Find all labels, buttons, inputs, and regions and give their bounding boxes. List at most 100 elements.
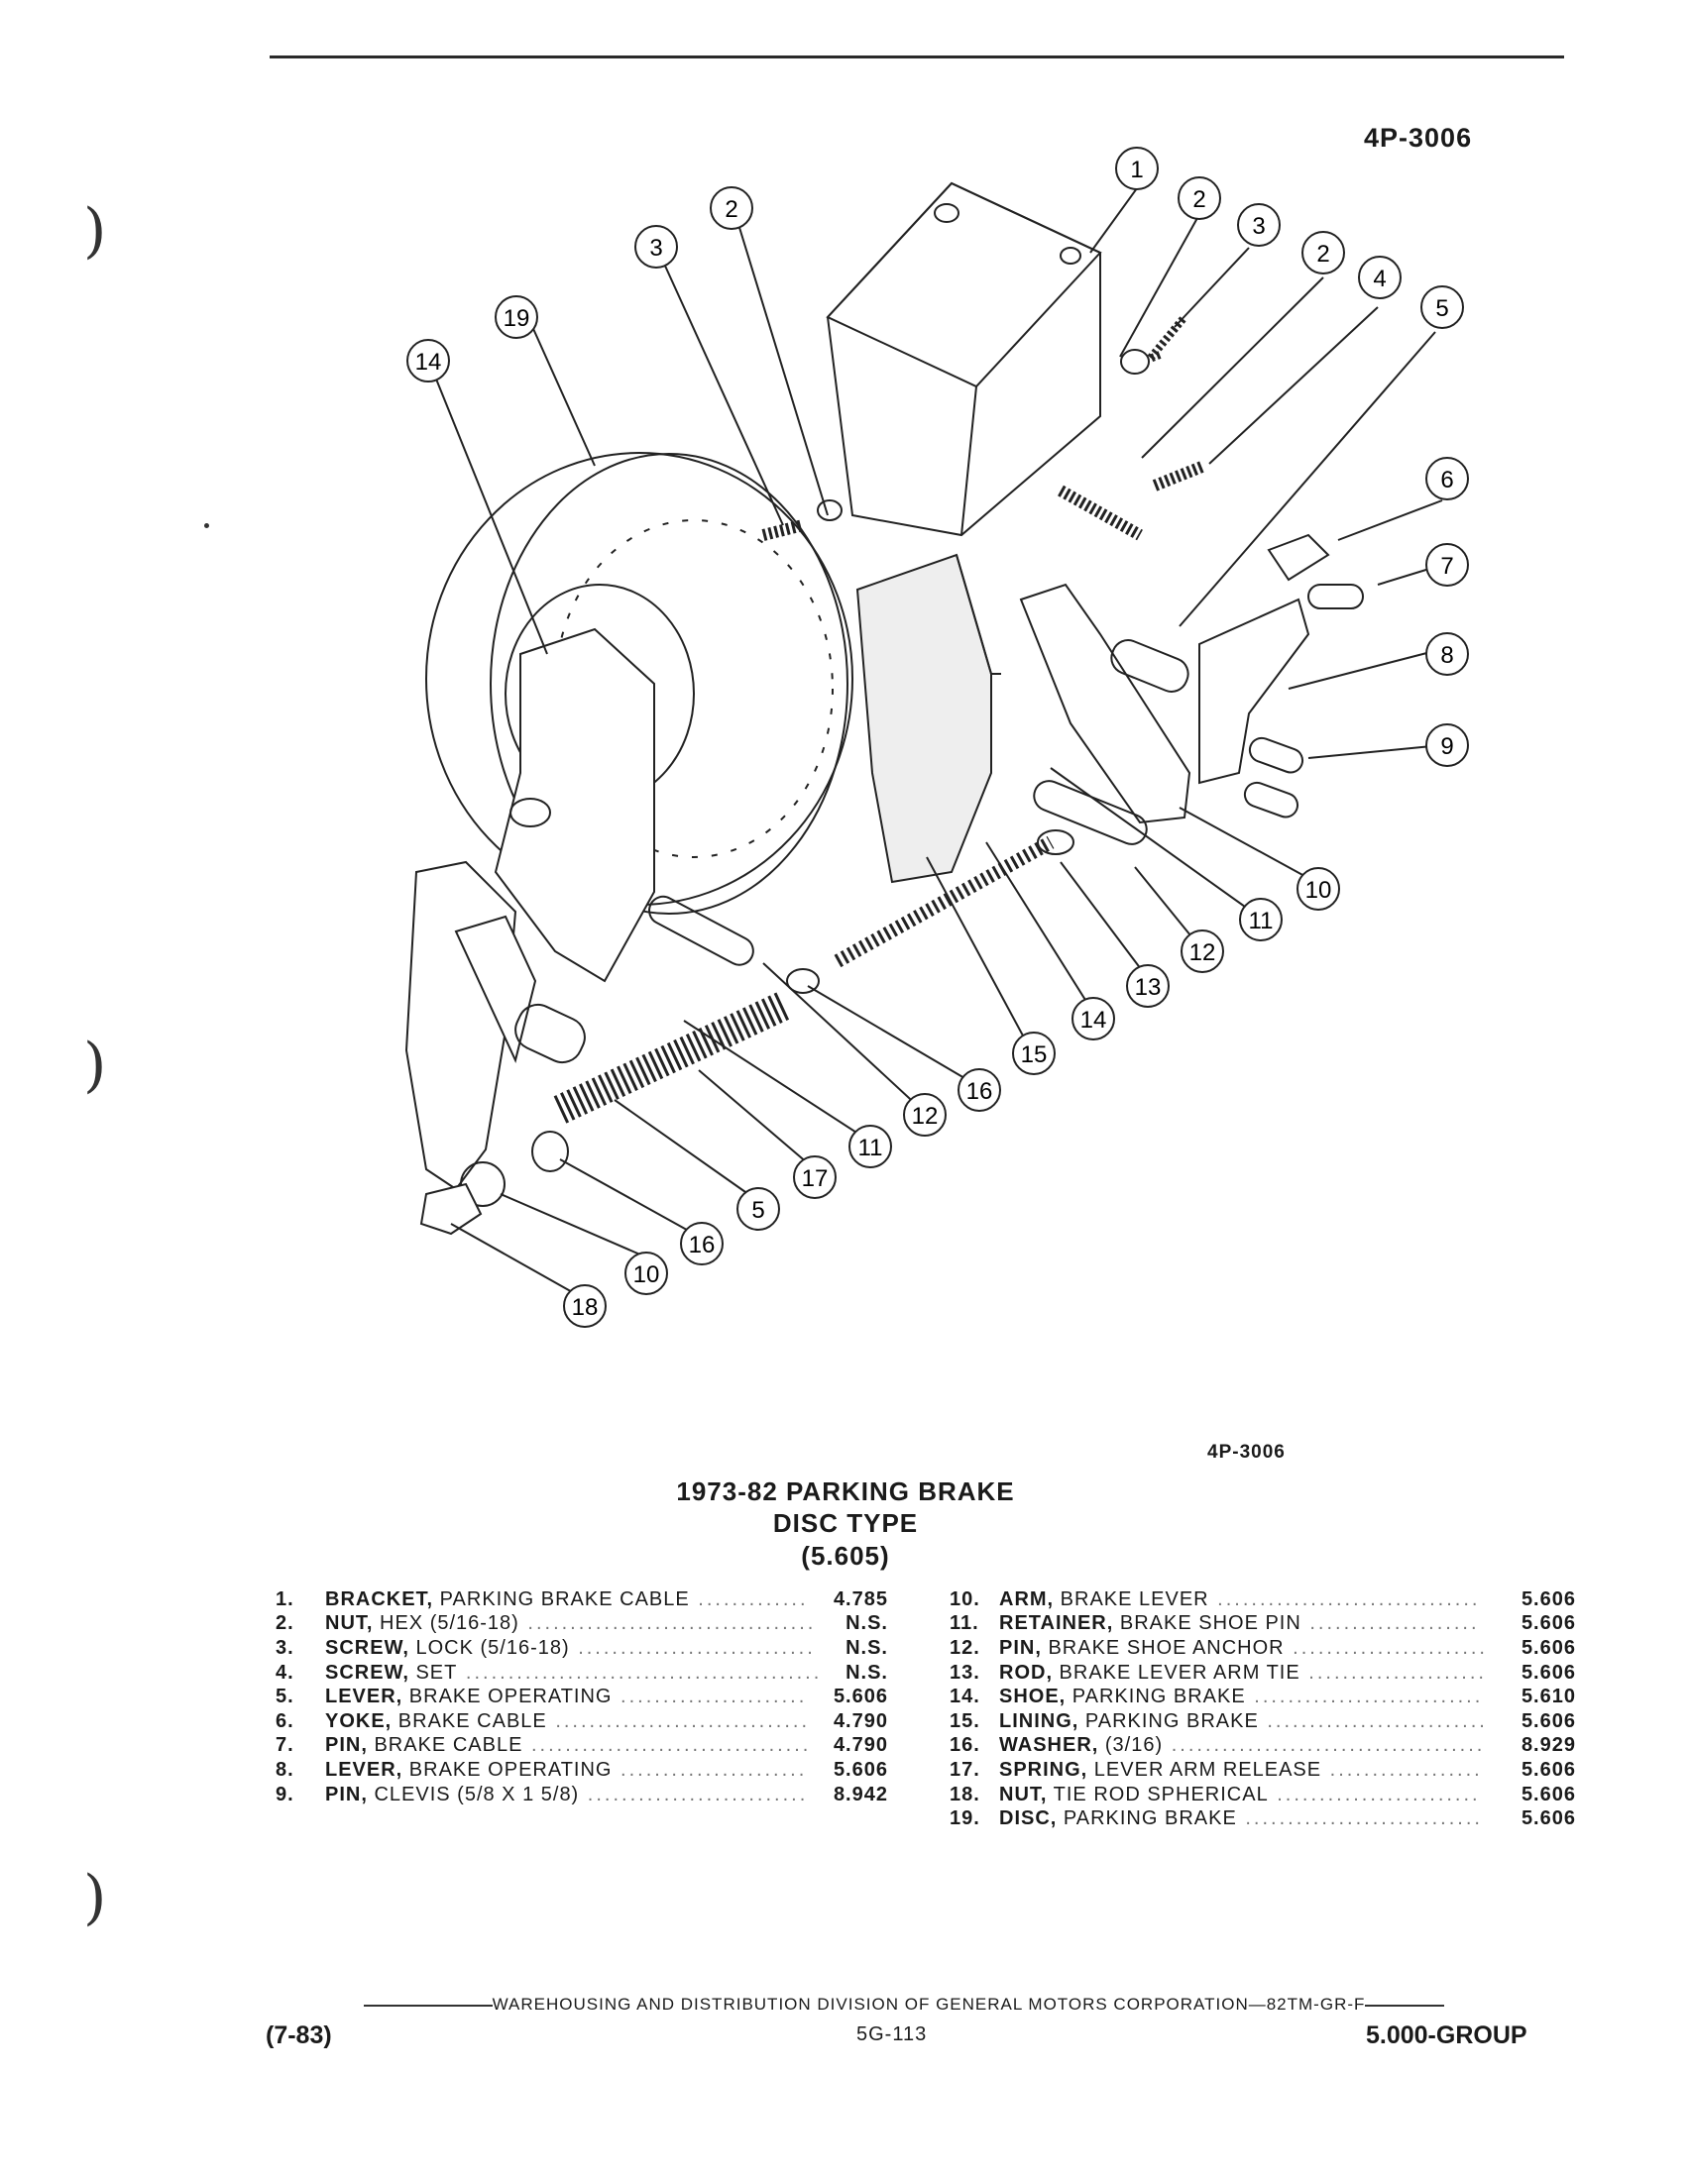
part-reference-number: 5.606 xyxy=(1521,1783,1576,1805)
part-description: WASHER, (3/16) .........................… xyxy=(999,1734,1485,1757)
brake-caliper xyxy=(494,627,655,983)
part-detail: BRAKE LEVER xyxy=(1054,1587,1209,1610)
part-name: SCREW, xyxy=(325,1636,409,1659)
callout-12: 12 xyxy=(903,1093,947,1137)
part-description: ARM, BRAKE LEVER .......................… xyxy=(999,1588,1480,1611)
part-number: 11. xyxy=(950,1612,979,1635)
part-description: ROD, BRAKE LEVER ARM TIE ...............… xyxy=(999,1662,1487,1685)
callout-9: 9 xyxy=(1425,723,1469,767)
part-name: BRACKET, xyxy=(325,1587,434,1610)
part-description: SCREW, LOCK (5/16-18) ..................… xyxy=(325,1637,816,1660)
parts-list-row: 2.NUT, HEX (5/16-18) ...................… xyxy=(276,1612,900,1637)
svg-text:18: 18 xyxy=(572,1294,599,1321)
part-name: DISC, xyxy=(999,1807,1058,1830)
callout-12: 12 xyxy=(1181,929,1224,973)
title-line-2: DISC TYPE xyxy=(772,1508,919,1538)
part-detail: HEX (5/16-18) xyxy=(373,1612,519,1635)
leader-dots: .......................... xyxy=(1258,1709,1488,1732)
part-number: 18. xyxy=(950,1783,980,1805)
part-detail: PARKING BRAKE xyxy=(1078,1709,1259,1732)
parts-list-row: 13.ROD, BRAKE LEVER ARM TIE ............… xyxy=(950,1661,1576,1686)
svg-text:11: 11 xyxy=(858,1135,883,1161)
svg-text:16: 16 xyxy=(689,1232,716,1258)
leader-dots: ........................ xyxy=(1268,1783,1481,1805)
washer xyxy=(460,1161,506,1207)
part-reference-number: 5.606 xyxy=(1521,1587,1576,1610)
svg-text:12: 12 xyxy=(1189,939,1216,966)
svg-text:4: 4 xyxy=(1373,266,1386,292)
title-line-1: 1973-82 PARKING BRAKE xyxy=(676,1476,1015,1506)
leader-dots: .................................. xyxy=(518,1612,817,1635)
svg-text:13: 13 xyxy=(1135,974,1162,1001)
part-description: LEVER, BRAKE OPERATING .................… xyxy=(325,1686,807,1708)
parts-list-row: 14.SHOE, PARKING BRAKE .................… xyxy=(950,1685,1576,1709)
svg-text:2: 2 xyxy=(1316,241,1329,268)
parts-list-row: 11.RETAINER, BRAKE SHOE PIN ............… xyxy=(950,1612,1576,1637)
pins-rods xyxy=(648,314,1364,968)
svg-text:5: 5 xyxy=(751,1197,764,1224)
cable-yoke xyxy=(1267,533,1330,582)
part-reference-number: 5.606 xyxy=(1521,1758,1576,1781)
part-name: SHOE, xyxy=(999,1686,1067,1708)
part-name: WASHER, xyxy=(999,1734,1099,1757)
callout-7: 7 xyxy=(1425,543,1469,587)
leader-dots: ........................................… xyxy=(457,1661,823,1684)
washer xyxy=(531,1131,569,1172)
leader-dots: ...................... xyxy=(612,1758,808,1781)
part-name: SPRING, xyxy=(999,1758,1088,1781)
part-reference-number: 5.606 xyxy=(1521,1661,1576,1684)
part-reference-number: 5.610 xyxy=(1521,1686,1576,1708)
parts-list-row: 18.NUT, TIE ROD SPHERICAL ..............… xyxy=(950,1783,1576,1807)
part-name: YOKE, xyxy=(325,1709,393,1732)
parts-list-row: 16.WASHER, (3/16) ......................… xyxy=(950,1734,1576,1759)
part-number: 7. xyxy=(276,1734,294,1757)
leader-dots: ....................... xyxy=(1284,1636,1488,1659)
part-number: 5. xyxy=(276,1686,294,1708)
parts-list-row: 8.LEVER, BRAKE OPERATING ...............… xyxy=(276,1758,900,1783)
part-detail: LEVER ARM RELEASE xyxy=(1087,1758,1322,1781)
part-detail: CLEVIS (5/8 X 1 5/8) xyxy=(367,1783,580,1805)
part-name: SCREW, xyxy=(325,1661,409,1684)
part-description: PIN, CLEVIS (5/8 X 1 5/8) ..............… xyxy=(325,1784,808,1806)
leader-dots: .................. xyxy=(1321,1758,1483,1781)
leader-dots: ............................... xyxy=(1208,1587,1481,1610)
parts-list-row: 5. LEVER, BRAKE OPERATING ...............… xyxy=(276,1685,900,1709)
part-name: PIN, xyxy=(325,1734,368,1757)
footer-publisher: WAREHOUSING AND DISTRIBUTION DIVISION OF… xyxy=(281,1995,1527,2015)
parts-list-row: 19. DISC, PARKING BRAKE .................… xyxy=(950,1806,1576,1831)
part-number: 6. xyxy=(276,1709,294,1732)
parts-list-row: 15.LINING, PARKING BRAKE ...............… xyxy=(950,1709,1576,1734)
callout-13: 13 xyxy=(1126,964,1170,1008)
callout-5: 5 xyxy=(736,1187,780,1231)
part-detail: BRAKE OPERATING xyxy=(402,1686,613,1708)
part-name: ARM, xyxy=(999,1587,1055,1610)
part-detail: SET xyxy=(408,1661,458,1684)
parking-brake-bracket xyxy=(826,181,1102,537)
callout-circles: 1 2 3 2 4 5 6 7 8 9 19 14 3 2 10 11 12 1… xyxy=(406,147,1469,1328)
svg-text:5: 5 xyxy=(1435,295,1448,322)
part-name: RETAINER, xyxy=(999,1612,1114,1635)
callout-14: 14 xyxy=(1071,997,1115,1040)
part-description: DISC, PARKING BRAKE ....................… xyxy=(999,1807,1483,1830)
part-number: 17. xyxy=(950,1758,980,1781)
part-description: SHOE, PARKING BRAKE ....................… xyxy=(999,1686,1483,1708)
parts-list-right: 10.ARM, BRAKE LEVER ....................… xyxy=(950,1587,1576,1831)
callout-3: 3 xyxy=(634,225,678,269)
callout-10: 10 xyxy=(1296,867,1340,911)
washer xyxy=(786,968,820,994)
parts-list-row: 12.PIN, BRAKE SHOE ANCHOR ..............… xyxy=(950,1636,1576,1661)
svg-text:14: 14 xyxy=(415,349,442,376)
part-description: LEVER, BRAKE OPERATING .................… xyxy=(325,1759,807,1782)
part-number: 19. xyxy=(950,1807,980,1830)
svg-text:2: 2 xyxy=(1192,186,1205,213)
part-detail: BRAKE OPERATING xyxy=(402,1758,613,1781)
svg-text:10: 10 xyxy=(633,1261,660,1288)
svg-text:8: 8 xyxy=(1440,642,1453,669)
parts-list-left: 1.BRACKET, PARKING BRAKE CABLE .........… xyxy=(276,1587,900,1806)
callout-15: 15 xyxy=(1012,1032,1056,1075)
parts-list-row: 4.SCREW, SET ...........................… xyxy=(276,1661,900,1686)
callout-16: 16 xyxy=(680,1222,724,1265)
figure-code-bottom: 4P-3006 xyxy=(1207,1442,1286,1463)
part-description: SPRING, LEVER ARM RELEASE ..............… xyxy=(999,1759,1483,1782)
part-name: NUT, xyxy=(325,1612,374,1635)
